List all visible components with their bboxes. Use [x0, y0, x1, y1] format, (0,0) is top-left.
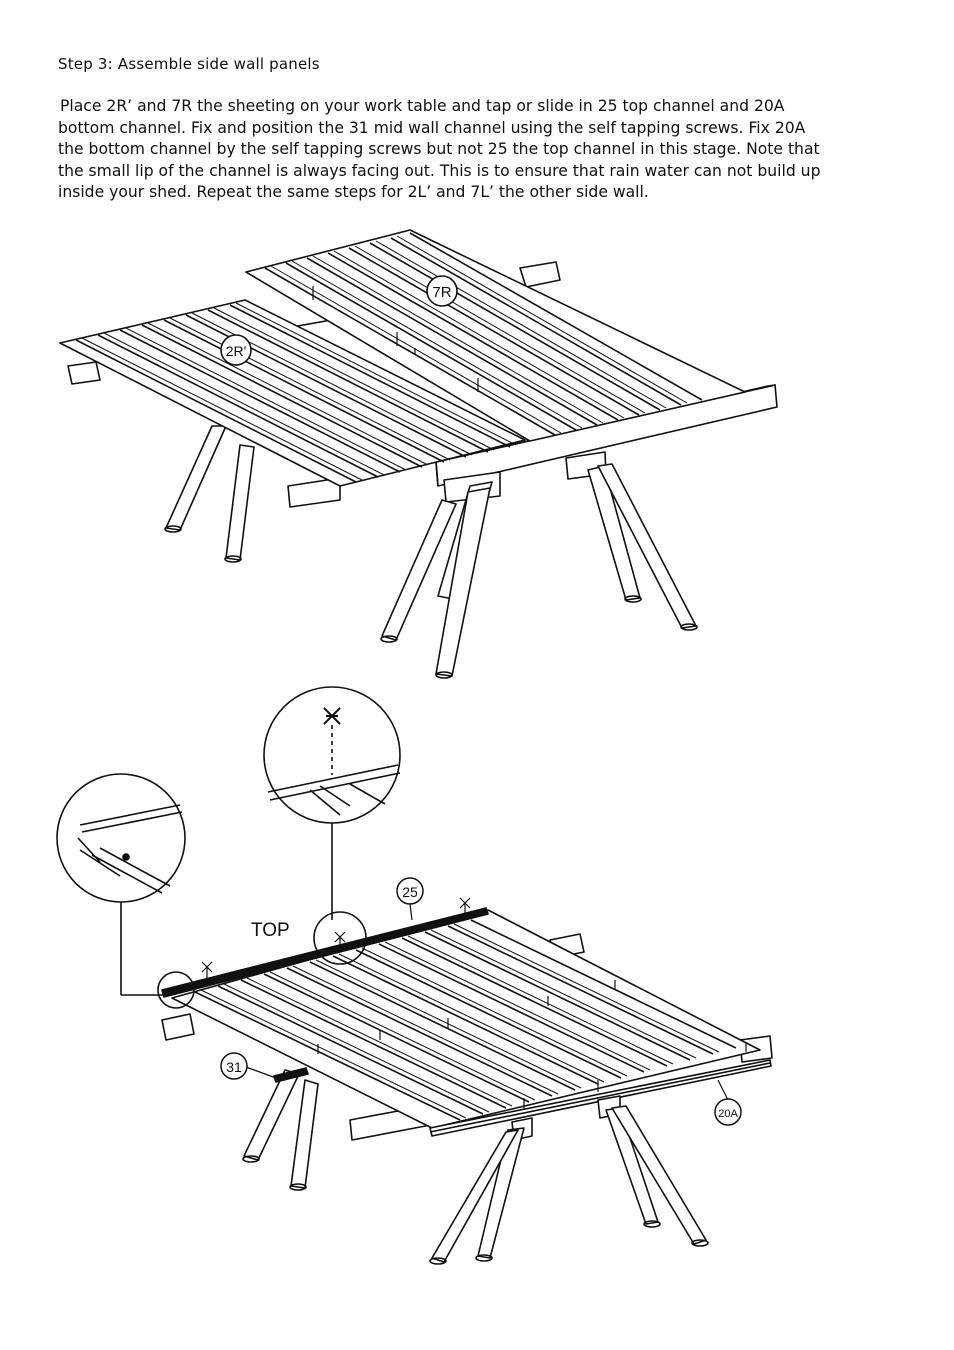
mid-channel-31 [273, 1067, 309, 1083]
label-31: 31 [226, 1059, 242, 1075]
label-20a: 20A [718, 1108, 738, 1120]
part-25-callout: 25 [396, 877, 424, 905]
trestle-left-legs [164, 425, 255, 563]
bottom-channel-20a [429, 1059, 772, 1137]
label-top: TOP [251, 920, 290, 941]
panel-7r-callout: 7R [426, 275, 458, 307]
screw-markers-2 [201, 897, 747, 1110]
step-heading: Step 3: Assemble side wall panels [58, 55, 320, 73]
instruction-line: inside your shed. Repeat the same steps … [58, 183, 649, 202]
part-20a-callout: 20A [714, 1098, 742, 1126]
trestle-right [380, 451, 698, 679]
instruction-line: bottom channel. Fix and position the 31 … [58, 118, 806, 137]
panel-7r [245, 229, 746, 442]
instruction-line: Place 2R’ and 7R the sheeting on your wo… [60, 97, 785, 115]
label-2r: 2R' [226, 343, 247, 359]
instruction-paragraph: Place 2R’ and 7R the sheeting on your wo… [58, 96, 918, 204]
label-25: 25 [402, 884, 418, 900]
screw-markers [312, 286, 479, 392]
top-channel-25 [157, 907, 489, 1009]
detail-lip-view [56, 773, 186, 996]
part-31-callout: 31 [220, 1052, 248, 1080]
trestle-left-legs-2 [242, 1069, 319, 1191]
label-7r: 7R [432, 284, 451, 301]
instruction-line: the bottom channel by the self tapping s… [58, 140, 820, 159]
detail-screw-view [263, 686, 401, 920]
trestle-right-2 [429, 1095, 709, 1265]
sheeting-on-table-figure: 7R 2R' [59, 229, 778, 679]
instruction-line: the small lip of the channel is always f… [58, 161, 821, 180]
panel-2r [59, 299, 526, 487]
sheeting-panels [171, 909, 761, 1129]
panel-2r-callout: 2R' [220, 334, 252, 366]
channel-fitting-figure: TOP 25 31 20A [56, 686, 773, 1265]
